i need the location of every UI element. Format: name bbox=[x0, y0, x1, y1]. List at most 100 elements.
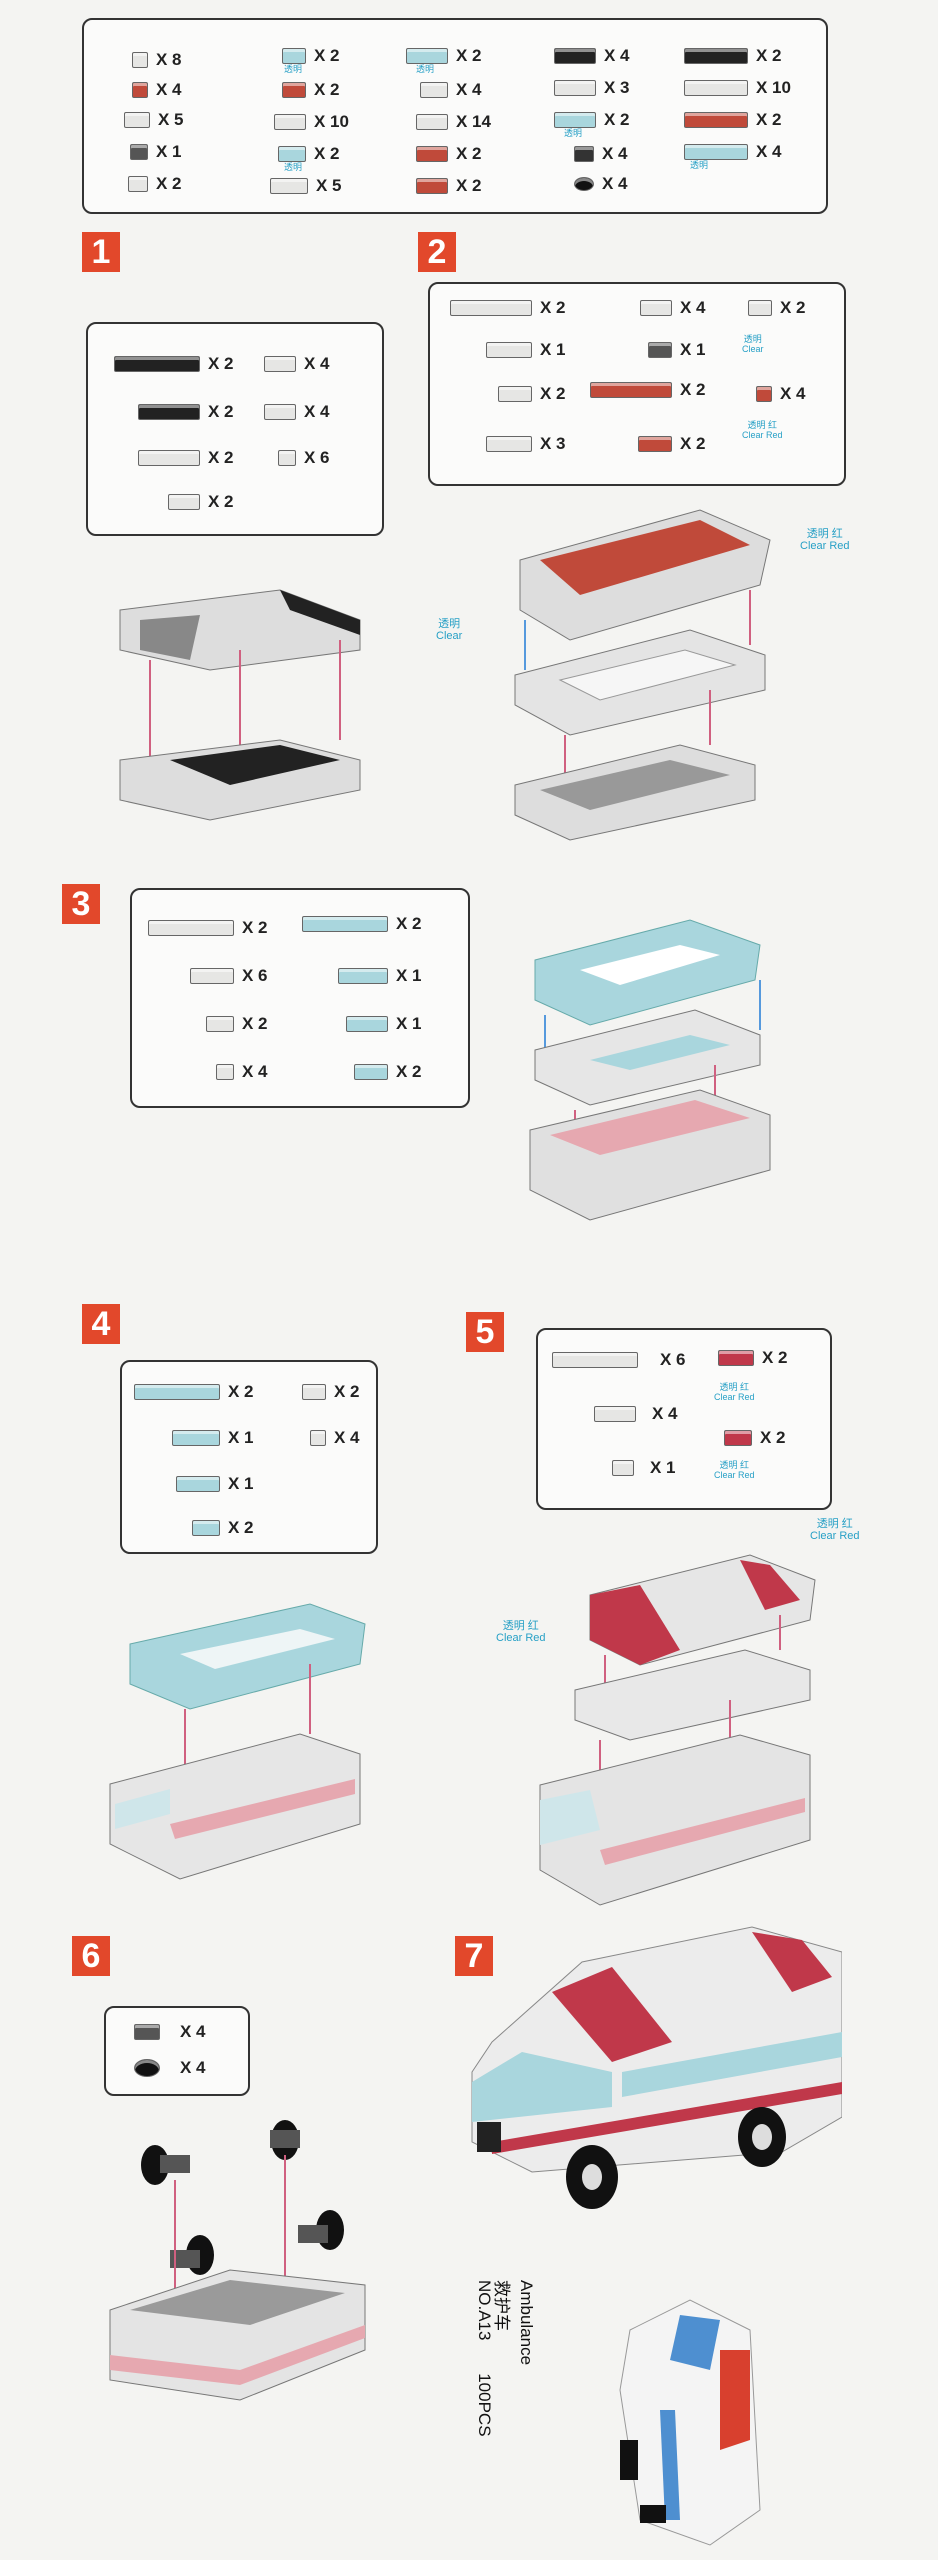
step-number-2: 2 bbox=[418, 232, 456, 272]
part-item: X 4 bbox=[134, 2022, 206, 2042]
clear-caption: 透明 bbox=[416, 64, 435, 74]
step-number-5: 5 bbox=[466, 1312, 504, 1352]
part-item: X 8 bbox=[132, 50, 182, 70]
step-number-3: 3 bbox=[62, 884, 100, 924]
part-item: X 1 bbox=[338, 966, 422, 986]
product-model: NO.A13 100PCS bbox=[474, 2280, 494, 2437]
step5-assembly-illustration bbox=[539, 1554, 816, 1906]
part-item: X 4 bbox=[594, 1404, 678, 1424]
part-item: X 4 bbox=[554, 46, 630, 66]
model-number: NO.A13 bbox=[475, 2280, 494, 2341]
product-info-cn: 救护车 bbox=[491, 2280, 516, 2331]
part-item: X 2 bbox=[638, 434, 706, 454]
part-item: X 2 bbox=[354, 1062, 422, 1082]
step1-parts-box: X 2 X 4 X 2 X 4 X 2 X 6 X 2 bbox=[86, 322, 384, 536]
part-item: X 5 bbox=[270, 176, 342, 196]
red-caption: 透明 红 Clear Red bbox=[714, 1460, 755, 1480]
step6-assembly-illustration bbox=[109, 2120, 366, 2401]
part-item: X 2 bbox=[206, 1014, 268, 1034]
part-item: X 1 bbox=[176, 1474, 254, 1494]
part-item: X 2 bbox=[138, 448, 234, 468]
part-item: X 4 bbox=[216, 1062, 268, 1082]
red-caption: 透明 红 Clear Red bbox=[742, 420, 783, 440]
part-item: X 4 bbox=[640, 298, 706, 318]
part-item: X 2 bbox=[282, 80, 340, 100]
step-number-4: 4 bbox=[82, 1304, 120, 1344]
part-item: X 2 bbox=[278, 144, 340, 164]
part-item: X 2 bbox=[450, 298, 566, 318]
step6-parts-box: X 4 X 4 bbox=[104, 2006, 250, 2096]
step4-assembly-illustration bbox=[109, 1603, 366, 1880]
clear-red-annotation: 透明 红 Clear Red bbox=[800, 528, 850, 552]
part-item: X 2 bbox=[554, 110, 630, 130]
step2-assembly-illustration bbox=[514, 509, 771, 841]
part-item: X 2 bbox=[416, 176, 482, 196]
clear-red-annotation: 透明 红 Clear Red bbox=[496, 1620, 546, 1644]
step2-parts-box: X 2 X 4 X 2 透明 Clear X 1 X 1 X 2 X 2 X 4… bbox=[428, 282, 846, 486]
part-item: X 1 bbox=[130, 142, 182, 162]
red-caption: 透明 红 Clear Red bbox=[714, 1382, 755, 1402]
part-item: X 2 bbox=[138, 402, 234, 422]
part-item: X 4 bbox=[134, 2058, 206, 2078]
part-item: X 2 bbox=[406, 46, 482, 66]
part-item: X 5 bbox=[124, 110, 184, 130]
part-item: X 2 bbox=[168, 492, 234, 512]
step5-parts-box: X 6 X 2 透明 红 Clear Red X 4 X 2 透明 红 Clea… bbox=[536, 1328, 832, 1510]
clear-caption: 透明 bbox=[564, 128, 583, 138]
clear-caption: 透明 bbox=[284, 64, 303, 74]
part-item: X 1 bbox=[346, 1014, 422, 1034]
part-item: X 6 bbox=[552, 1350, 686, 1370]
part-item: X 4 bbox=[264, 402, 330, 422]
part-item: X 6 bbox=[278, 448, 330, 468]
step-number-6: 6 bbox=[72, 1936, 110, 1976]
part-item: X 4 bbox=[420, 80, 482, 100]
part-item: X 4 bbox=[756, 384, 806, 404]
part-item: X 2 bbox=[282, 46, 340, 66]
part-item: X 1 bbox=[612, 1458, 676, 1478]
part-item: X 1 bbox=[172, 1428, 254, 1448]
clear-red-annotation: 透明 红 Clear Red bbox=[810, 1518, 860, 1542]
part-item: X 2 bbox=[148, 918, 268, 938]
step-number-1: 1 bbox=[82, 232, 120, 272]
part-item: X 2 bbox=[684, 110, 782, 130]
part-item: X 10 bbox=[684, 78, 791, 98]
part-item: X 1 bbox=[486, 340, 566, 360]
part-item: X 2 bbox=[302, 914, 422, 934]
part-item: X 14 bbox=[416, 112, 491, 132]
part-item: X 2 bbox=[302, 1382, 360, 1402]
ambulance-side-photo bbox=[619, 2299, 761, 2546]
part-item: X 2 bbox=[192, 1518, 254, 1538]
part-item: X 3 bbox=[554, 78, 630, 98]
step1-assembly-illustration bbox=[119, 589, 361, 821]
parts-inventory-box: X 8 X 4 X 5 X 1 X 2 X 2 透明 X 2 X 10 X 2 … bbox=[82, 18, 828, 214]
part-item: X 2 bbox=[684, 46, 782, 66]
part-item: X 4 bbox=[574, 144, 628, 164]
part-item: X 2 bbox=[590, 380, 706, 400]
part-item: X 3 bbox=[486, 434, 566, 454]
piece-count: 100PCS bbox=[475, 2373, 494, 2437]
ambulance-final-model bbox=[471, 1926, 842, 2209]
part-item: X 4 bbox=[310, 1428, 360, 1448]
part-item: X 4 bbox=[574, 174, 628, 194]
part-item: X 2 bbox=[128, 174, 182, 194]
product-name-en: Ambulance bbox=[517, 2280, 536, 2366]
clear-caption: 透明 bbox=[284, 162, 303, 172]
step4-parts-box: X 2 X 2 X 1 X 4 X 1 X 2 bbox=[120, 1360, 378, 1554]
part-item: X 2 bbox=[498, 384, 566, 404]
part-item: X 2 bbox=[114, 354, 234, 374]
part-item: X 10 bbox=[274, 112, 349, 132]
part-item: X 2 bbox=[134, 1382, 254, 1402]
part-item: X 2 bbox=[724, 1428, 786, 1448]
step-number-7: 7 bbox=[455, 1936, 493, 1976]
step3-assembly-illustration bbox=[529, 919, 771, 1221]
clear-caption: 透明 Clear bbox=[742, 334, 764, 354]
part-item: X 4 bbox=[684, 142, 782, 162]
product-info: Ambulance bbox=[516, 2280, 536, 2365]
part-item: X 2 bbox=[718, 1348, 788, 1368]
product-name-cn: 救护车 bbox=[492, 2280, 511, 2331]
clear-annotation: 透明 Clear bbox=[436, 618, 463, 642]
part-item: X 1 bbox=[648, 340, 706, 360]
part-item: X 2 bbox=[416, 144, 482, 164]
part-item: X 2 bbox=[748, 298, 806, 318]
part-item: X 4 bbox=[264, 354, 330, 374]
